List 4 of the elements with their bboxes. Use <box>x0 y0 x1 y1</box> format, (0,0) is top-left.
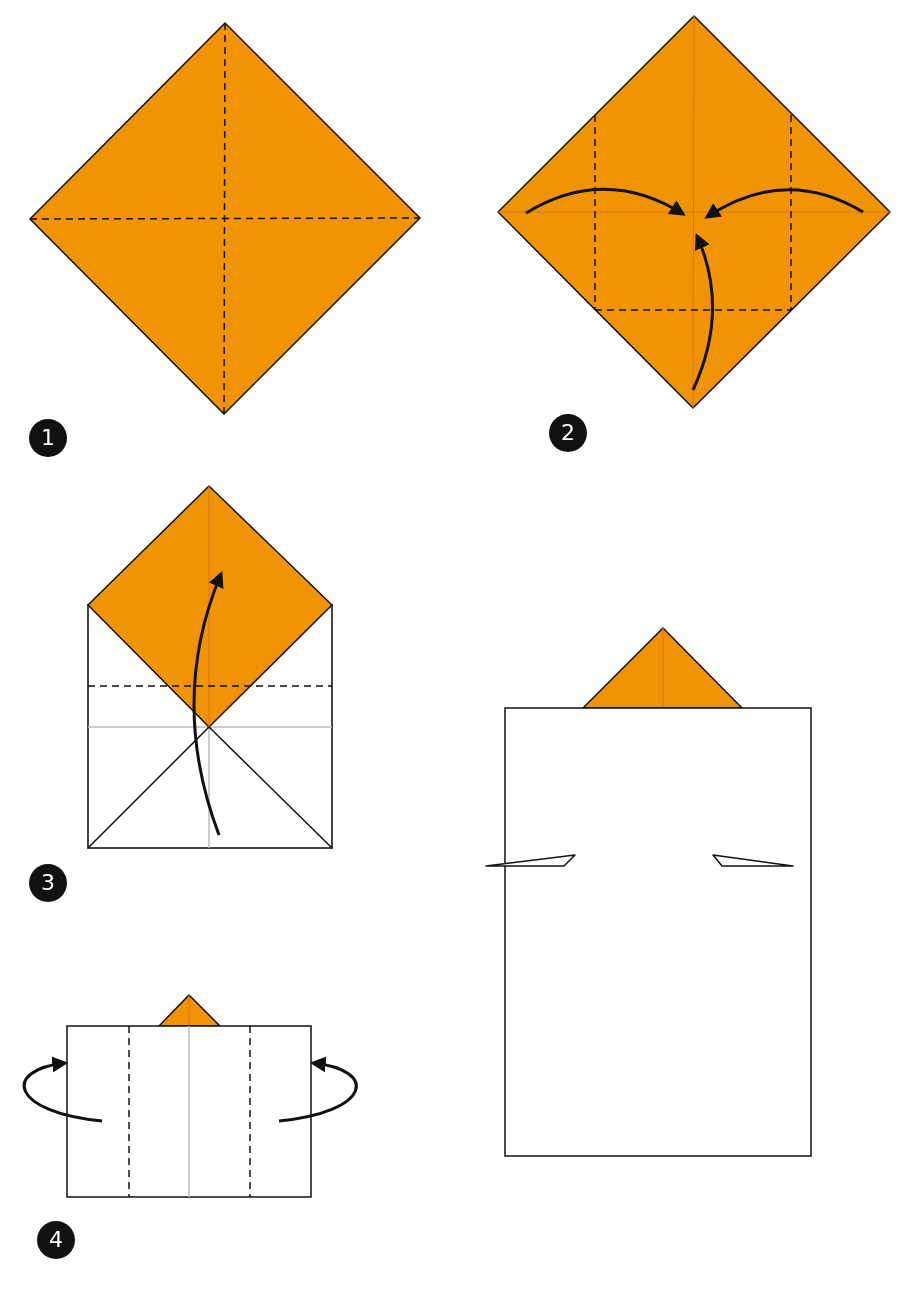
step-number: 2 <box>549 414 587 452</box>
step-number: 3 <box>29 864 67 902</box>
step-number: 1 <box>29 419 67 457</box>
step-number: 4 <box>37 1221 75 1259</box>
